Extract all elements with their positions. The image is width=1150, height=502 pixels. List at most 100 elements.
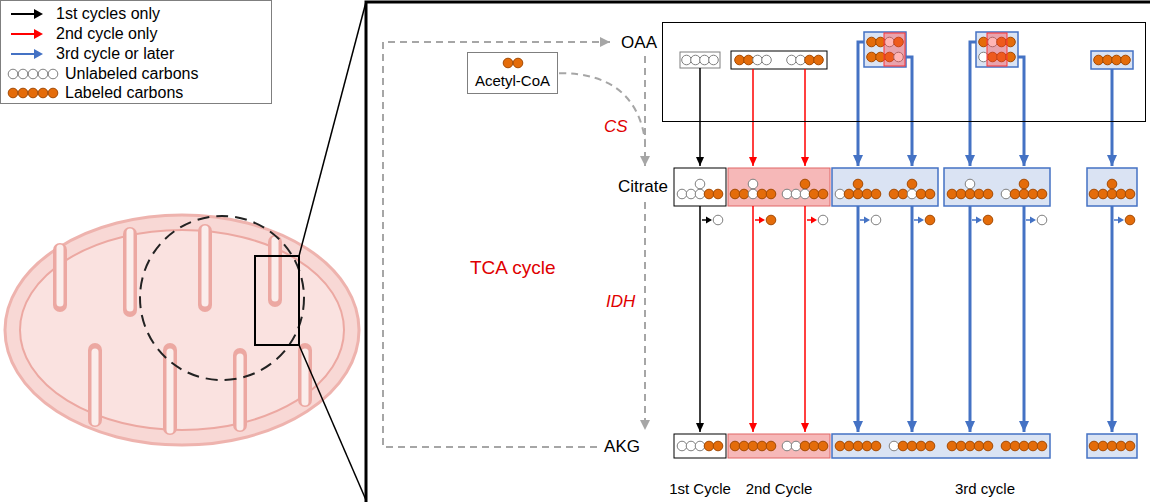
labeled-carbon [1098,189,1108,199]
oaa-to-citrate-path [644,56,646,166]
legend-text: 1st cycles only [56,4,160,24]
labeled-carbon [757,441,767,451]
metabolite-label: AKG [604,437,640,457]
labeled-carbon [766,189,776,199]
labeled-carbon [1037,189,1047,199]
unlabeled-carbon [800,189,810,199]
unlabeled-carbon [782,441,792,451]
carbon-maps [674,32,1137,458]
unlabeled-carbon [748,189,758,199]
unlabeled-carbon [791,189,801,199]
node-text: Acetyl-CoA [475,72,550,89]
labeled-carbon [925,189,935,199]
co2-arrow-head [811,217,817,224]
unlabeled-carbon [18,69,28,79]
labeled-carbon [947,189,957,199]
labeled-carbon [748,441,758,451]
acetyl-coa-box: Acetyl-CoA [467,52,558,94]
unlabeled-carbon [682,55,692,65]
citrate-molecule-box [832,168,938,206]
unlabeled-carbon [889,441,899,451]
unlabeled-carbon [700,55,710,65]
labeled-carbon [757,189,767,199]
legend-row: 2nd cycle only [1,24,271,44]
unlabeled-carbon [871,215,881,225]
unlabeled-carbon [8,69,18,79]
cycle-number-label: 2nd Cycle [746,480,813,497]
labeled-carbon [916,441,926,451]
labeled-carbon [1107,189,1117,199]
unlabeled-carbon [818,215,828,225]
labeled-carbon [974,441,984,451]
cycle-number-label: 1st Cycle [669,480,731,497]
labeled-carbon [1121,55,1131,65]
labeled-carbon [1001,441,1011,451]
labeled-carbon [1112,55,1122,65]
labeled-carbon [871,189,881,199]
labeled-carbon [925,441,935,451]
labeled-carbon [889,189,899,199]
zoom-line [299,345,366,500]
labeled-carbon [809,441,819,451]
labeled-carbon [704,189,714,199]
co2-arrow-head [864,217,870,224]
labeled-carbon [1116,441,1126,451]
zoom-panel [366,2,1150,502]
zoom-circle [140,216,304,380]
legend-sample [1,24,63,44]
flux-arrow [1018,57,1024,166]
labeled-carbon [862,441,872,451]
labeled-carbon [835,441,845,451]
labeled-carbon [503,58,513,68]
labeled-carbon [907,179,917,189]
flux-arrow [857,206,860,432]
labeled-carbon [867,37,877,47]
labeled-carbon [800,179,810,189]
legend-sample [1,83,63,103]
labeled-carbon [1037,441,1047,451]
labeled-carbon [916,189,926,199]
labeled-carbon [1019,179,1029,189]
labeled-carbon [1094,55,1104,65]
labeled-carbon [1089,441,1099,451]
unlabeled-carbon [695,179,705,189]
labeled-carbon [1010,441,1020,451]
labeled-carbon [844,441,854,451]
flux-arrow [804,206,806,432]
unlabeled-carbon [686,441,696,451]
citrate-molecule-box [944,168,1050,206]
unlabeled-carbon [677,189,687,199]
labeled-carbon [898,189,908,199]
unlabeled-carbon [695,441,705,451]
akg-molecule-box [674,434,726,458]
citrate-molecule-box [1087,168,1137,206]
unlabeled-carbon [748,179,758,189]
co2-arrow-head [976,217,982,224]
legend-arrow-line [11,53,35,55]
flux-arrow [858,42,864,166]
labeled-carbon [735,55,745,65]
tca-cycle-path [383,42,645,447]
labeled-carbon [766,441,776,451]
enzyme-label: CS [604,117,628,137]
labeled-carbon [809,189,819,199]
labeled-carbon [818,189,828,199]
flux-arrow [699,206,701,432]
metabolite-label: Citrate [618,177,668,197]
akg-molecule-box [1087,434,1137,458]
scrambled-carbon-highlight [987,33,1007,66]
zoom-box [255,256,299,345]
citrate-to-akg-path [644,202,646,430]
unlabeled-carbon [713,215,723,225]
flux-arrow [970,42,976,166]
labeled-carbon [1116,189,1126,199]
labeled-carbon [818,441,828,451]
unlabeled-carbon [753,55,763,65]
unlabeled-carbon [691,55,701,65]
legend-text: Labeled carbons [65,83,183,103]
labeled-carbon [713,189,723,199]
co2-arrow-head [759,217,765,224]
labeled-carbon [704,441,714,451]
oaa-molecule-box [680,52,720,68]
